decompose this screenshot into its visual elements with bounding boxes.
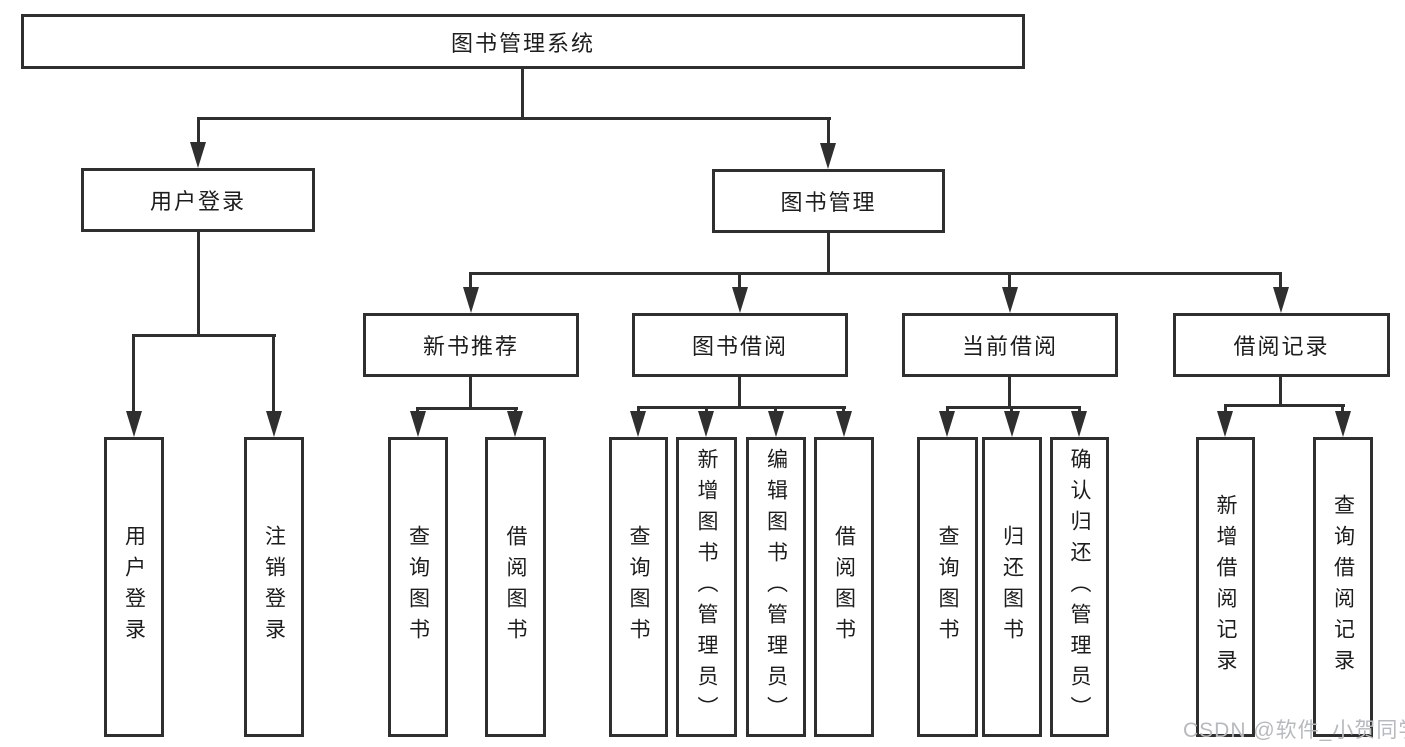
connector-current-branch <box>946 406 1081 409</box>
arrowhead-icon <box>939 411 955 437</box>
node-new-book-recommend: 新书推荐 <box>363 313 579 377</box>
node-book-borrow: 图书借阅 <box>632 313 848 377</box>
arrowhead-icon <box>266 411 282 437</box>
node-label: 当前借阅 <box>961 334 1058 359</box>
leaf-label: 归还图书 <box>1000 525 1024 649</box>
leaf-label: 注销登录 <box>262 525 286 649</box>
leaf-query-books-2: 查询图书 <box>609 437 668 737</box>
connector-userlogin-branch <box>132 334 276 337</box>
arrowhead-icon <box>507 411 523 437</box>
node-label: 用户登录 <box>149 189 246 214</box>
arrowhead-icon <box>1335 411 1351 437</box>
connector-drop-borrow <box>738 274 741 290</box>
node-root: 图书管理系统 <box>21 14 1025 69</box>
connector-drop-leaf <box>1224 406 1227 413</box>
arrowhead-icon <box>190 142 206 168</box>
leaf-label: 查询借阅记录 <box>1331 494 1355 680</box>
watermark: CSDN @软件_小贺同学 <box>1183 719 1405 742</box>
arrowhead-icon <box>698 411 714 437</box>
connector-current-drop <box>1008 376 1011 409</box>
node-label: 借阅记录 <box>1233 334 1330 359</box>
connector-drop-user-login <box>197 119 200 147</box>
connector-borrow-branch <box>637 406 846 409</box>
leaf-label: 新增图书（管理员） <box>695 447 718 727</box>
leaf-user-login: 用户登录 <box>104 437 164 737</box>
leaf-edit-books-admin: 编辑图书（管理员） <box>746 437 806 737</box>
connector-newbook-drop <box>469 376 472 410</box>
arrowhead-icon <box>410 411 426 437</box>
arrowhead-icon <box>630 411 646 437</box>
arrowhead-icon <box>1273 287 1289 313</box>
leaf-label: 查询图书 <box>936 525 959 649</box>
connector-borrow-drop <box>738 376 741 409</box>
arrowhead-icon <box>820 143 836 169</box>
connector-drop-leaf <box>1341 406 1344 413</box>
leaf-borrow-books-2: 借阅图书 <box>814 437 874 737</box>
leaf-label: 确认归还（管理员） <box>1068 447 1091 727</box>
node-current-borrow: 当前借阅 <box>902 313 1118 377</box>
arrowhead-icon <box>463 287 479 313</box>
node-book-management: 图书管理 <box>712 169 945 233</box>
arrowhead-icon <box>1002 287 1018 313</box>
node-user-login: 用户登录 <box>81 168 315 232</box>
connector-drop-current <box>1008 274 1011 290</box>
node-root-label: 图书管理系统 <box>450 30 595 56</box>
connector-bookmgmt-drop <box>827 232 830 275</box>
connector-root-drop <box>521 67 524 119</box>
connector-drop-book-mgmt <box>827 119 830 147</box>
leaf-query-borrow-record: 查询借阅记录 <box>1313 437 1373 737</box>
leaf-query-books-3: 查询图书 <box>917 437 978 737</box>
connector-records-branch <box>1224 404 1345 407</box>
node-label: 新书推荐 <box>422 334 519 359</box>
connector-level3-branch <box>469 272 1282 275</box>
leaf-label: 查询图书 <box>406 525 430 649</box>
node-label: 图书管理 <box>780 190 877 215</box>
leaf-query-books-1: 查询图书 <box>388 437 448 737</box>
connector-drop-newbook <box>469 274 472 290</box>
leaf-return-books: 归还图书 <box>982 437 1042 737</box>
connector-userlogin-drop <box>197 231 200 337</box>
leaf-confirm-return-admin: 确认归还（管理员） <box>1050 437 1109 737</box>
leaf-add-books-admin: 新增图书（管理员） <box>676 437 737 737</box>
connector-drop-records <box>1279 274 1282 290</box>
arrowhead-icon <box>1004 411 1020 437</box>
leaf-label: 借阅图书 <box>504 525 527 649</box>
node-borrow-records: 借阅记录 <box>1173 313 1390 377</box>
connector-drop-leaf <box>272 336 275 414</box>
leaf-add-borrow-record: 新增借阅记录 <box>1196 437 1255 737</box>
connector-newbook-branch <box>416 407 518 410</box>
leaf-label: 编辑图书（管理员） <box>764 447 788 727</box>
arrowhead-icon <box>732 287 748 313</box>
connector-drop-leaf <box>132 336 135 414</box>
connector-records-drop <box>1279 376 1282 407</box>
leaf-label: 查询图书 <box>627 525 650 649</box>
arrowhead-icon <box>126 411 142 437</box>
leaf-label: 借阅图书 <box>832 525 856 649</box>
leaf-logout: 注销登录 <box>244 437 304 737</box>
leaf-label: 用户登录 <box>122 525 146 649</box>
leaf-label: 新增借阅记录 <box>1214 494 1237 680</box>
arrowhead-icon <box>768 411 784 437</box>
connector-level2-branch <box>197 117 831 120</box>
arrowhead-icon <box>836 411 852 437</box>
arrowhead-icon <box>1217 411 1233 437</box>
leaf-borrow-books-1: 借阅图书 <box>485 437 546 737</box>
arrowhead-icon <box>1071 411 1087 437</box>
node-label: 图书借阅 <box>691 334 788 359</box>
